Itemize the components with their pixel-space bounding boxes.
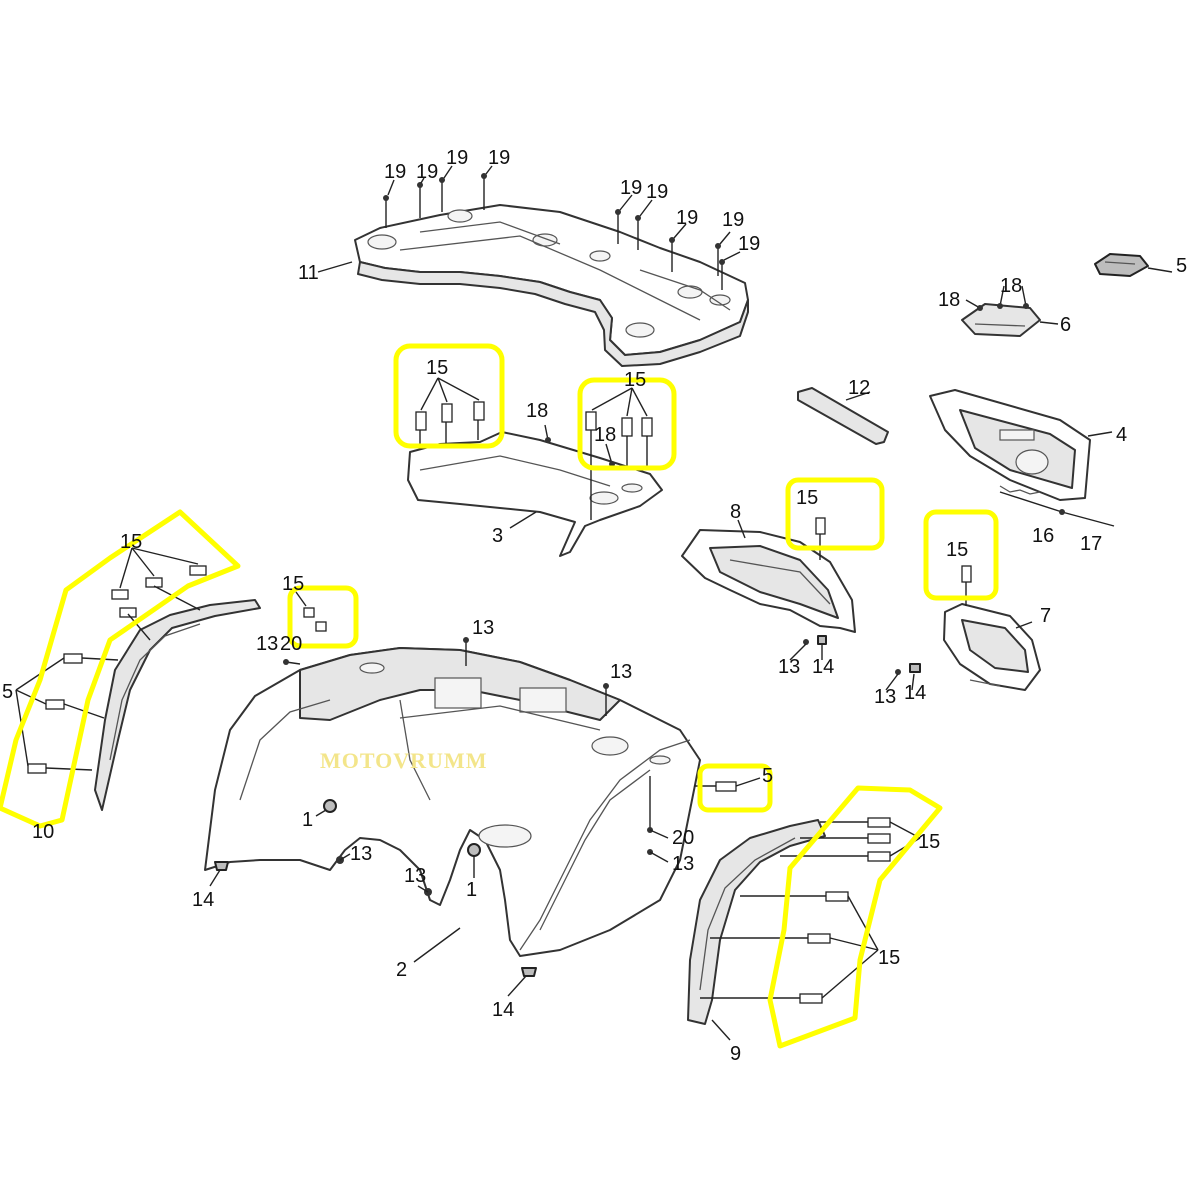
- rear-rack-part-11: [354, 204, 749, 367]
- fastener-13-14-20-group: [209, 635, 921, 997]
- label-1b: 1: [466, 879, 477, 901]
- label-5c: 5: [762, 765, 773, 787]
- label-3: 3: [492, 525, 503, 547]
- label-15c: 15: [796, 487, 818, 509]
- label-18d: 18: [594, 424, 616, 446]
- label-13c: 13: [256, 633, 278, 655]
- bracket-part-5: [1094, 253, 1173, 277]
- label-5b: 5: [2, 681, 13, 703]
- clip-15-group-b: [585, 387, 653, 520]
- bolt-19-group: [383, 165, 741, 290]
- highlight-box-f: [697, 763, 773, 813]
- label-19a: 19: [384, 161, 406, 183]
- label-19d: 19: [488, 147, 510, 169]
- label-15b: 15: [624, 369, 646, 391]
- label-15f: 15: [282, 573, 304, 595]
- label-9: 9: [730, 1043, 741, 1065]
- label-17: 17: [1080, 533, 1102, 555]
- clip-15-group-f: [295, 591, 327, 632]
- bracket-part-6: [961, 285, 1059, 337]
- highlight-box-e: [287, 585, 359, 649]
- rear-panel-part-4: [929, 389, 1113, 501]
- label-13a: 13: [778, 656, 800, 678]
- label-14c: 14: [192, 889, 214, 911]
- label-19e: 19: [620, 177, 642, 199]
- watermark: MOTOVRUMM: [320, 748, 487, 773]
- label-7: 7: [1040, 605, 1051, 627]
- label-13e: 13: [610, 661, 632, 683]
- label-19g: 19: [676, 207, 698, 229]
- label-13g: 13: [350, 843, 372, 865]
- label-13d: 13: [472, 617, 494, 639]
- label-8: 8: [730, 501, 741, 523]
- label-10: 10: [32, 821, 54, 843]
- label-14b: 14: [904, 682, 926, 704]
- label-13f: 13: [672, 853, 694, 875]
- highlight-outlines: [0, 343, 999, 1049]
- label-19i: 19: [738, 233, 760, 255]
- pin-parts-16-17: [999, 491, 1115, 527]
- label-2: 2: [396, 959, 407, 981]
- highlight-box-c: [785, 477, 885, 551]
- side-cover-part-7: [943, 565, 1041, 691]
- highlight-box-b: [577, 377, 677, 471]
- label-18a: 18: [938, 289, 960, 311]
- label-15d: 15: [946, 539, 968, 561]
- trim-strip-part-12: [797, 387, 889, 445]
- label-19f: 19: [646, 181, 668, 203]
- label-19h: 19: [722, 209, 744, 231]
- clip-15-group-c: [111, 547, 207, 641]
- label-20b: 20: [672, 827, 694, 849]
- clip-15-group-e: [694, 777, 761, 792]
- label-19b: 19: [416, 161, 438, 183]
- label-20a: 20: [280, 633, 302, 655]
- label-18c: 18: [526, 400, 548, 422]
- label-16: 16: [1032, 525, 1054, 547]
- clip-15-group-d: [700, 817, 921, 1004]
- label-15a: 15: [426, 357, 448, 379]
- label-15e: 15: [120, 531, 142, 553]
- highlight-shape-right: [767, 785, 943, 1049]
- rear-fender-part-2: [204, 647, 701, 963]
- cover-part-3: [407, 424, 663, 557]
- mudflap-part-10: [94, 599, 261, 811]
- mudflap-part-9: [687, 819, 826, 1041]
- label-1a: 1: [302, 809, 313, 831]
- label-13b: 13: [874, 686, 896, 708]
- label-15g: 15: [918, 831, 940, 853]
- label-14d: 14: [492, 999, 514, 1021]
- label-4: 4: [1116, 424, 1127, 446]
- label-12: 12: [848, 377, 870, 399]
- highlight-box-d: [923, 509, 999, 601]
- label-11: 11: [298, 262, 319, 284]
- label-13h: 13: [404, 865, 426, 887]
- side-cover-part-8: [681, 517, 856, 633]
- highlight-box-a: [393, 343, 505, 449]
- label-6: 6: [1060, 314, 1071, 336]
- clip-15-group-a: [415, 377, 485, 448]
- highlight-shape-left: [0, 509, 241, 829]
- label-19c: 19: [446, 147, 468, 169]
- label-5a: 5: [1176, 255, 1187, 277]
- label-14a: 14: [812, 656, 834, 678]
- callout-labels: 11 19 19 19 19 19 19 19 19 19 5 18 18 6 …: [2, 147, 1187, 1065]
- label-18b: 18: [1000, 275, 1022, 297]
- label-15h: 15: [878, 947, 900, 969]
